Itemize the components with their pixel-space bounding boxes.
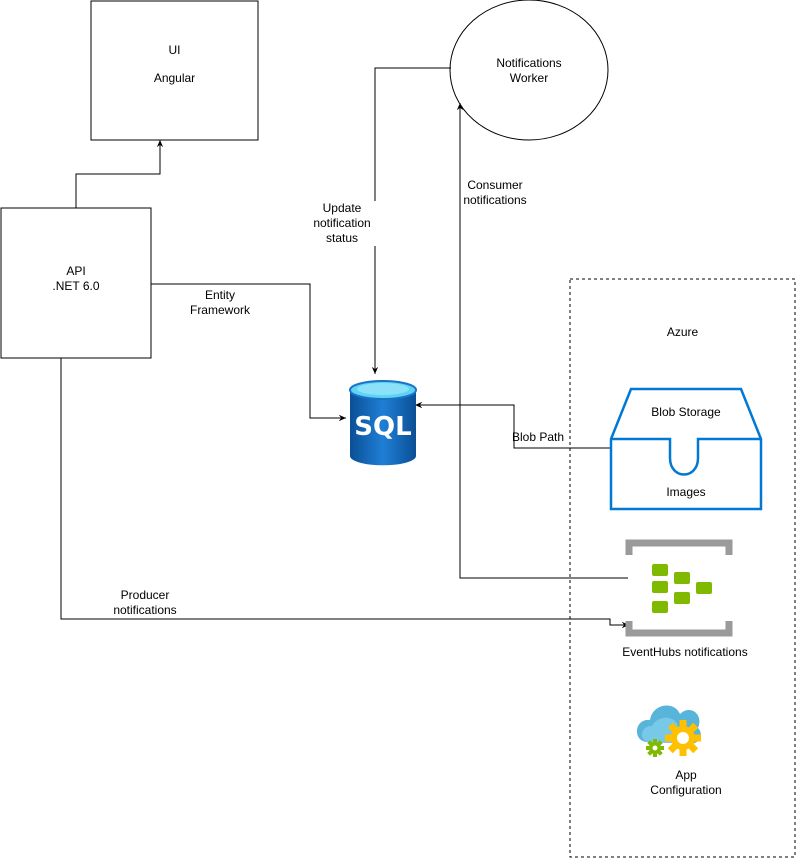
ui-box[interactable]	[90, 0, 259, 141]
worker-label: Notifications Worker	[471, 56, 587, 86]
api-box[interactable]	[0, 207, 152, 359]
edge-api-to-sql	[151, 283, 346, 422]
eventhubs-label: EventHubs notifications	[622, 645, 748, 659]
ui-label: UI Angular	[91, 43, 258, 86]
edge-label-update-status: Update notification status	[308, 201, 376, 246]
app-configuration-icon[interactable]	[636, 705, 701, 757]
edge-label-consumer: Consumer notifications	[461, 178, 529, 208]
entity-framework-line1: Entity	[204, 288, 235, 302]
worker-label-line2: Worker	[509, 71, 549, 85]
consumer-line2: notifications	[463, 193, 527, 207]
edge-blob-to-sql	[415, 401, 610, 449]
edge-eventhubs-to-worker	[456, 103, 628, 579]
edge-api-to-eventhubs	[60, 358, 629, 629]
app-configuration-line1: App	[675, 768, 697, 782]
update-status-line2: notification	[313, 216, 371, 230]
ui-label-line2: Angular	[153, 71, 196, 85]
update-status-line1: Update	[322, 201, 362, 215]
entity-framework-line2: Framework	[189, 303, 250, 317]
app-configuration-label: App Configuration	[611, 768, 761, 798]
azure-label: Azure	[666, 325, 699, 339]
app-configuration-line2: Configuration	[650, 783, 722, 797]
blob-storage-title: Blob Storage	[651, 405, 721, 419]
sql-icon-text: SQL	[354, 412, 412, 442]
notifications-worker-ellipse[interactable]	[449, 0, 609, 141]
api-label-line1: API	[66, 264, 86, 278]
api-label-line2: .NET 6.0	[52, 279, 100, 293]
event-hubs-icon[interactable]	[625, 539, 733, 637]
api-label: API .NET 6.0	[1, 264, 151, 294]
producer-line2: notifications	[113, 603, 177, 617]
edge-label-producer: Producer notifications	[105, 588, 185, 618]
edge-worker-to-sql	[371, 67, 451, 374]
consumer-line1: Consumer	[467, 178, 523, 192]
update-status-line3: status	[325, 231, 358, 245]
edge-api-to-ui	[75, 140, 164, 208]
blob-storage-icon[interactable]	[609, 387, 763, 511]
ui-label-line1: UI	[168, 43, 181, 57]
blob-storage-subtitle: Images	[666, 485, 706, 499]
edge-label-entity-framework: Entity Framework	[180, 288, 260, 318]
edge-label-blob-path: Blob Path	[512, 430, 565, 444]
azure-container[interactable]	[569, 278, 796, 858]
producer-line1: Producer	[120, 588, 170, 602]
sql-database-icon[interactable]	[349, 380, 417, 466]
worker-label-line1: Notifications	[496, 56, 562, 70]
